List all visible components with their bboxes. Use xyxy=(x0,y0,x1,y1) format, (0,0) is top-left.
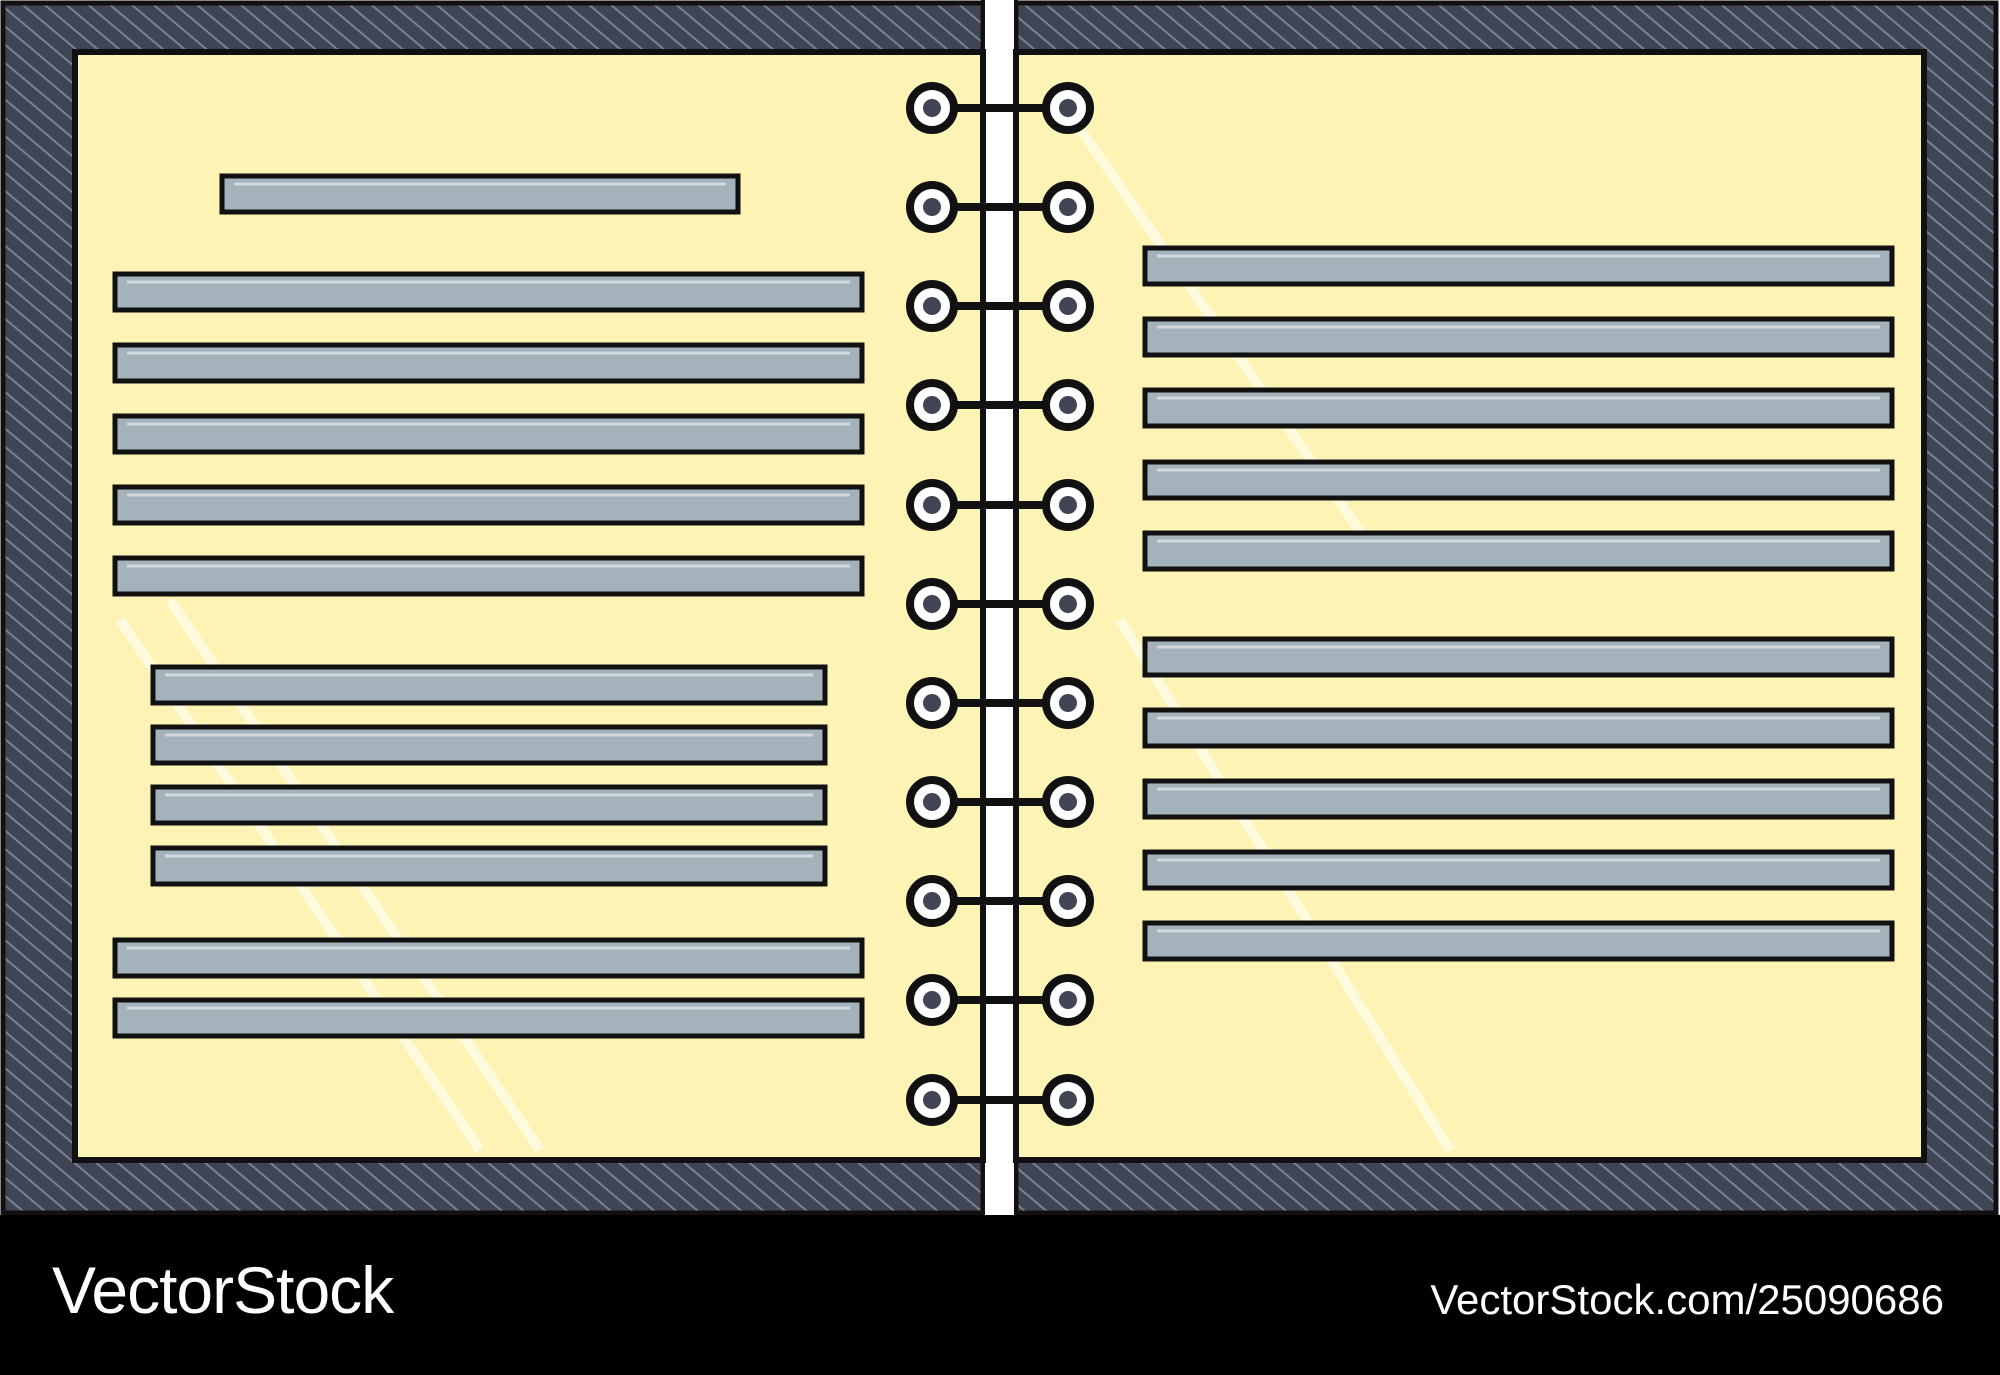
text-line xyxy=(1142,920,1895,962)
text-line xyxy=(150,845,828,887)
spiral-ring-icon xyxy=(906,181,1094,233)
spiral-ring-icon xyxy=(906,677,1094,729)
text-line xyxy=(112,484,865,526)
text-line xyxy=(112,555,865,597)
text-line xyxy=(1142,849,1895,891)
spiral-ring-icon xyxy=(906,82,1094,134)
spiral-ring-icon xyxy=(906,1074,1094,1126)
spiral-ring-icon xyxy=(906,578,1094,630)
vectorstock-logo: VectorStock xyxy=(52,1253,394,1327)
text-line xyxy=(150,784,828,826)
text-line xyxy=(1142,707,1895,749)
text-line xyxy=(1142,316,1895,358)
text-line xyxy=(112,413,865,455)
spiral-ring-icon xyxy=(906,875,1094,927)
left-page-text-lines xyxy=(112,173,865,1039)
text-line xyxy=(219,173,741,215)
image-id-text: VectorStock.com/25090686 xyxy=(1430,1276,1944,1323)
text-line xyxy=(112,271,865,313)
text-line xyxy=(112,937,865,979)
right-page xyxy=(1013,49,1927,1163)
text-line xyxy=(1142,459,1895,501)
text-line xyxy=(1142,636,1895,678)
watermark-bar xyxy=(0,1215,2000,1375)
spiral-ring-icon xyxy=(906,974,1094,1026)
right-page-text-lines xyxy=(1142,245,1895,962)
text-line xyxy=(150,724,828,766)
text-line xyxy=(150,664,828,706)
text-line xyxy=(1142,530,1895,572)
spiral-ring-icon xyxy=(906,280,1094,332)
spiral-binding xyxy=(906,82,1094,1126)
text-line xyxy=(1142,387,1895,429)
spiral-ring-icon xyxy=(906,379,1094,431)
spiral-ring-icon xyxy=(906,776,1094,828)
spiral-notebook-icon xyxy=(0,0,1999,1215)
spiral-ring-icon xyxy=(906,479,1094,531)
text-line xyxy=(112,342,865,384)
text-line xyxy=(112,997,865,1039)
text-line xyxy=(1142,778,1895,820)
left-page xyxy=(72,49,986,1163)
text-line xyxy=(1142,245,1895,287)
